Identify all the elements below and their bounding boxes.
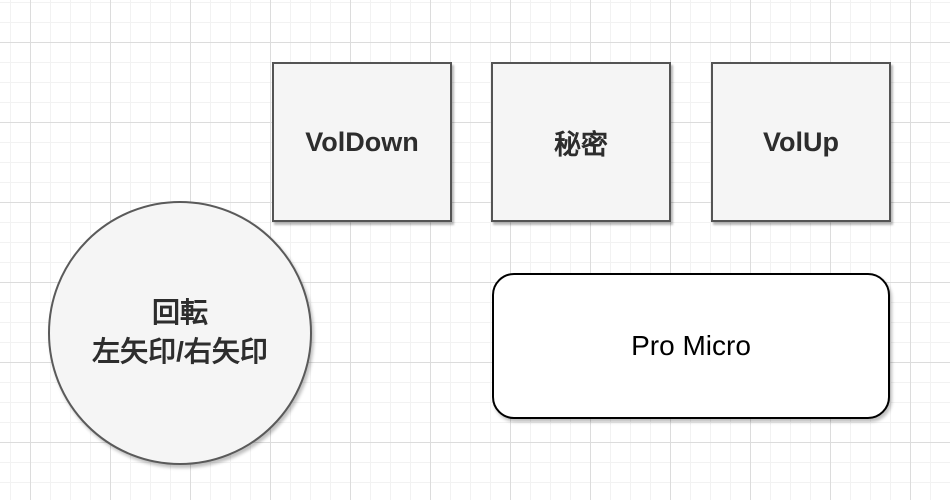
circle-rotation-label-line2: 左矢印/右矢印 [92, 336, 268, 367]
box-secret[interactable]: 秘密 [491, 62, 671, 222]
box-voldown-label: VolDown [305, 126, 419, 157]
box-voldown[interactable]: VolDown [272, 62, 452, 222]
circle-rotation[interactable]: 回転 左矢印/右矢印 [48, 201, 312, 465]
box-volup[interactable]: VolUp [711, 62, 891, 222]
box-volup-label: VolUp [763, 126, 839, 157]
circle-rotation-label-line1: 回転 [151, 297, 208, 329]
box-pro-micro[interactable]: Pro Micro [492, 273, 890, 419]
box-secret-label: 秘密 [554, 129, 608, 160]
box-pro-micro-label: Pro Micro [631, 330, 751, 361]
